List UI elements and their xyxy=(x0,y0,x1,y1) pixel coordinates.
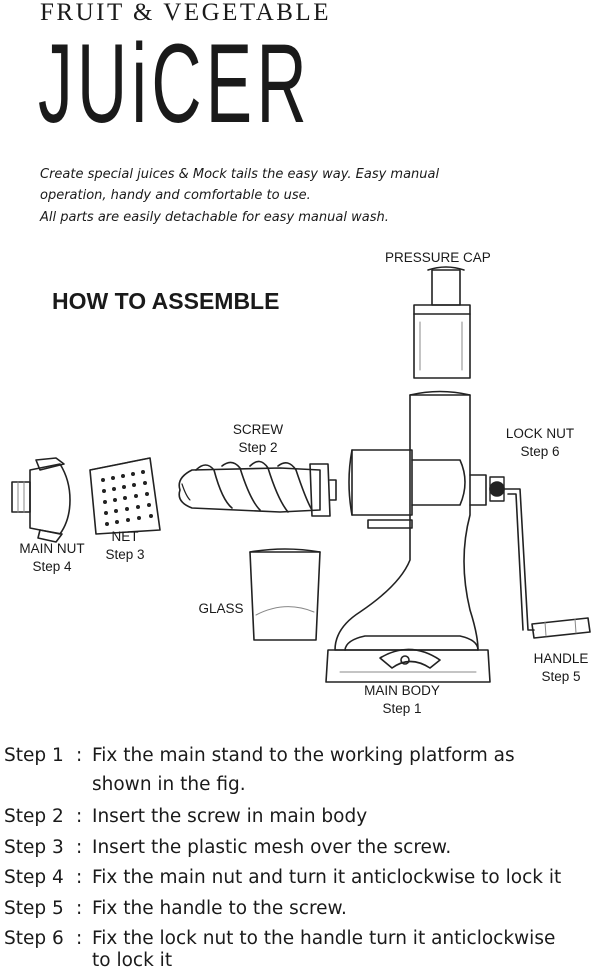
intro-line-2: operation, handy and comfortable to use. xyxy=(40,188,311,203)
step-number: Step 5 xyxy=(4,898,64,919)
step-number: Step 4 xyxy=(4,867,64,888)
label-glass: GLASS xyxy=(198,601,244,616)
section-title: HOW TO ASSEMBLE xyxy=(52,288,280,314)
step-text: Fix the handle to the screw. xyxy=(92,898,347,919)
label-main-body-step: Step 1 xyxy=(382,701,422,716)
step-text: Insert the plastic mesh over the screw. xyxy=(92,837,452,858)
step-number: Step 1 xyxy=(4,745,64,766)
label-main-body: MAIN BODY xyxy=(364,683,440,698)
juicer-assembly-diagram xyxy=(11,266,591,683)
label-pressure-cap: PRESSURE CAP xyxy=(385,250,491,265)
label-main-nut-step: Step 4 xyxy=(32,559,72,574)
step-separator: : xyxy=(76,867,83,888)
label-lock-nut-step: Step 6 xyxy=(520,444,560,459)
page-title: JUiCER xyxy=(38,21,311,146)
label-net: NET xyxy=(111,529,139,544)
step-6-continued: to lock it xyxy=(92,950,173,971)
step-number: Step 3 xyxy=(4,837,64,858)
label-lock-nut: LOCK NUT xyxy=(505,426,575,441)
step-6: Step 6: Fix the lock nut to the handle tu… xyxy=(4,928,555,950)
net-part xyxy=(89,457,161,535)
step-separator: : xyxy=(76,745,83,766)
step-separator: : xyxy=(76,928,83,949)
step-4: Step 4: Fix the main nut and turn it anti… xyxy=(4,867,561,889)
step-text: Fix the main stand to the working platfo… xyxy=(92,745,515,766)
step-separator: : xyxy=(76,837,83,858)
step-text: Fix the lock nut to the handle turn it a… xyxy=(92,928,556,949)
step-number: Step 6 xyxy=(4,928,64,949)
label-handle: HANDLE xyxy=(533,651,589,666)
label-net-step: Step 3 xyxy=(105,547,145,562)
step-separator: : xyxy=(76,806,83,827)
step-1: Step 1: Fix the main stand to the working… xyxy=(4,745,515,767)
label-main-nut: MAIN NUT xyxy=(19,541,85,556)
label-handle-step: Step 5 xyxy=(541,669,581,684)
glass-part xyxy=(249,548,321,641)
step-3: Step 3: Insert the plastic mesh over the … xyxy=(4,837,451,859)
step-2: Step 2: Insert the screw in main body xyxy=(4,806,367,828)
intro-line-3: All parts are easily detachable for easy… xyxy=(40,210,389,225)
label-screw: SCREW xyxy=(232,422,284,437)
intro-line-1: Create special juices & Mock tails the e… xyxy=(40,167,440,182)
label-screw-step: Step 2 xyxy=(238,440,278,455)
step-5: Step 5: Fix the handle to the screw. xyxy=(4,898,347,920)
lock-nut-part xyxy=(489,476,505,502)
handle-part xyxy=(503,488,591,639)
step-text: Insert the screw in main body xyxy=(92,806,368,827)
step-number: Step 2 xyxy=(4,806,64,827)
step-separator: : xyxy=(76,898,83,919)
main-nut-part xyxy=(11,457,71,543)
pressure-cap-part xyxy=(413,266,471,379)
subtitle: FRUIT & VEGETABLE xyxy=(40,0,331,26)
step-text: Fix the main nut and turn it anticlockwi… xyxy=(92,867,562,888)
step-1-continued: shown in the fig. xyxy=(92,774,246,795)
screw-part xyxy=(178,460,337,517)
main-body-part xyxy=(325,390,491,683)
